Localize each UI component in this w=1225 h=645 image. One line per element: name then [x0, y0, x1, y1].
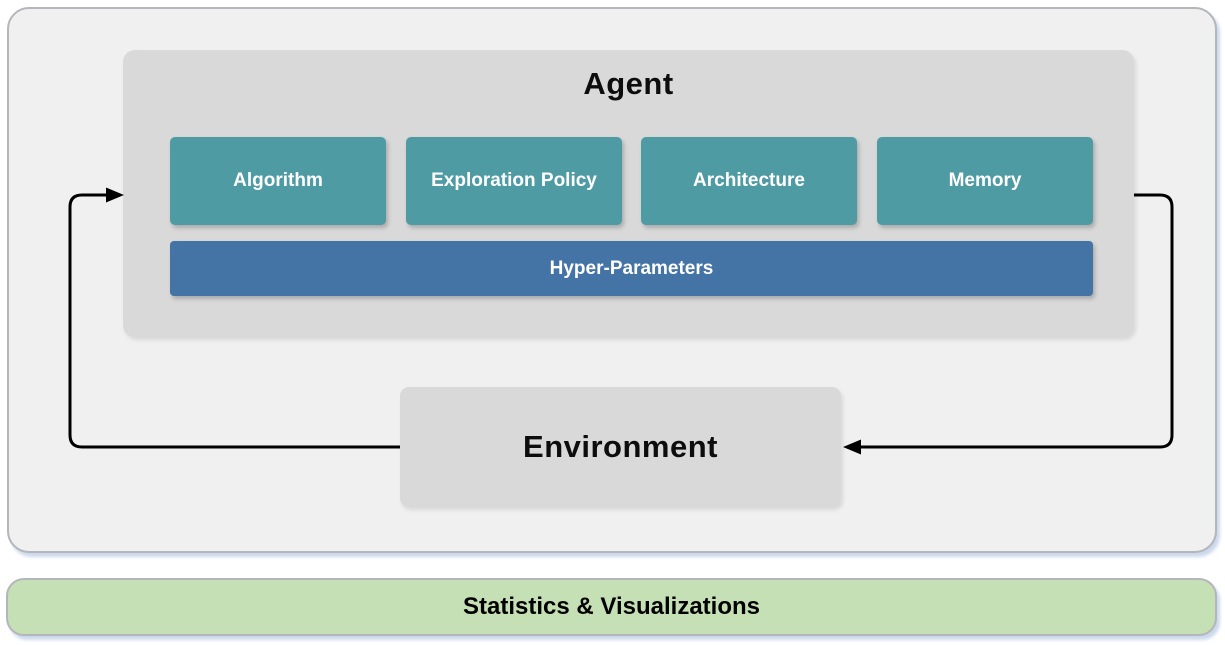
- agent-box: Agent Algorithm Exploration Policy Archi…: [123, 50, 1134, 337]
- hyper-parameters-bar: Hyper-Parameters: [170, 241, 1093, 296]
- training-loop-panel: Agent Algorithm Exploration Policy Archi…: [7, 7, 1217, 553]
- environment-title: Environment: [523, 429, 718, 464]
- module-exploration-policy: Exploration Policy: [406, 137, 622, 225]
- statistics-bar: Statistics & Visualizations: [6, 578, 1217, 636]
- agent-title: Agent: [583, 66, 674, 101]
- module-algorithm: Algorithm: [170, 137, 386, 225]
- module-architecture: Architecture: [641, 137, 857, 225]
- statistics-label: Statistics & Visualizations: [463, 593, 760, 620]
- environment-box: Environment: [400, 387, 841, 507]
- module-memory: Memory: [877, 137, 1093, 225]
